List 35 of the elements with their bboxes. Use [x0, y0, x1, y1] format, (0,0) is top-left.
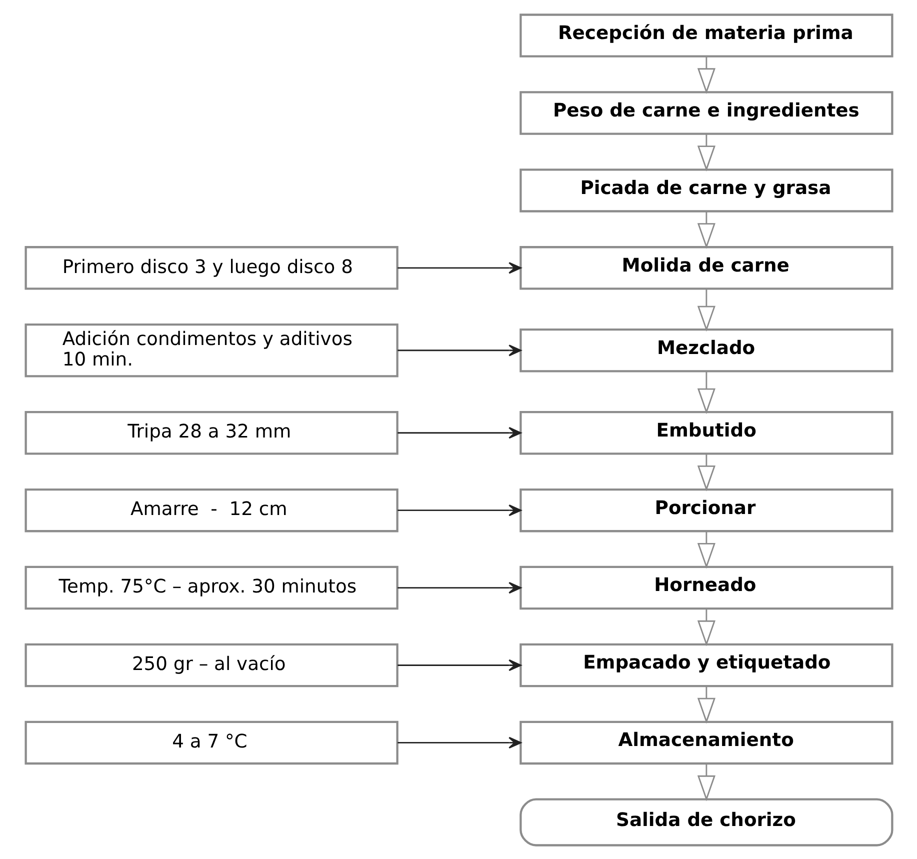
node-box: Almacenamiento	[519, 720, 893, 764]
arrow	[696, 763, 715, 801]
node-box: Tripa 28 a 32 mm	[24, 410, 398, 454]
node-box: Picada de carne y grasa	[519, 168, 893, 212]
node-box: Primero disco 3 y luego disco 8	[24, 246, 398, 290]
arrow	[696, 288, 715, 332]
node-box: Recepción de materia prima	[519, 13, 893, 57]
node-box: Molida de carne	[519, 246, 893, 290]
arrow	[696, 686, 715, 724]
arrow	[397, 344, 521, 356]
node-box: Peso de carne e ingredientes	[519, 90, 893, 134]
arrow	[696, 453, 715, 491]
arrow	[696, 530, 715, 568]
node-box: Porcionar	[519, 488, 893, 532]
arrow	[397, 262, 521, 274]
node-box: Adición condimentos y aditivos 10 min.	[24, 323, 398, 377]
node-box: Salida de chorizo	[519, 798, 893, 846]
arrow	[397, 426, 521, 438]
arrow	[696, 134, 715, 171]
node-box: Empacado y etiquetado	[519, 642, 893, 687]
arrow	[696, 608, 715, 646]
arrow	[397, 504, 521, 516]
node-box: 250 gr – al vacío	[24, 642, 398, 687]
arrow	[397, 581, 521, 594]
node-box: Embutido	[519, 410, 893, 454]
node-box: 4 a 7 °C	[24, 720, 398, 764]
node-box: Mezclado	[519, 328, 893, 372]
node-box: Amarre - 12 cm	[24, 488, 398, 532]
arrow	[696, 56, 715, 94]
node-box: Horneado	[519, 565, 893, 610]
node-box: Temp. 75°C – aprox. 30 minutos	[24, 565, 398, 610]
arrow	[696, 210, 715, 248]
arrow	[397, 658, 521, 671]
arrow	[696, 371, 715, 414]
arrow	[397, 736, 521, 748]
